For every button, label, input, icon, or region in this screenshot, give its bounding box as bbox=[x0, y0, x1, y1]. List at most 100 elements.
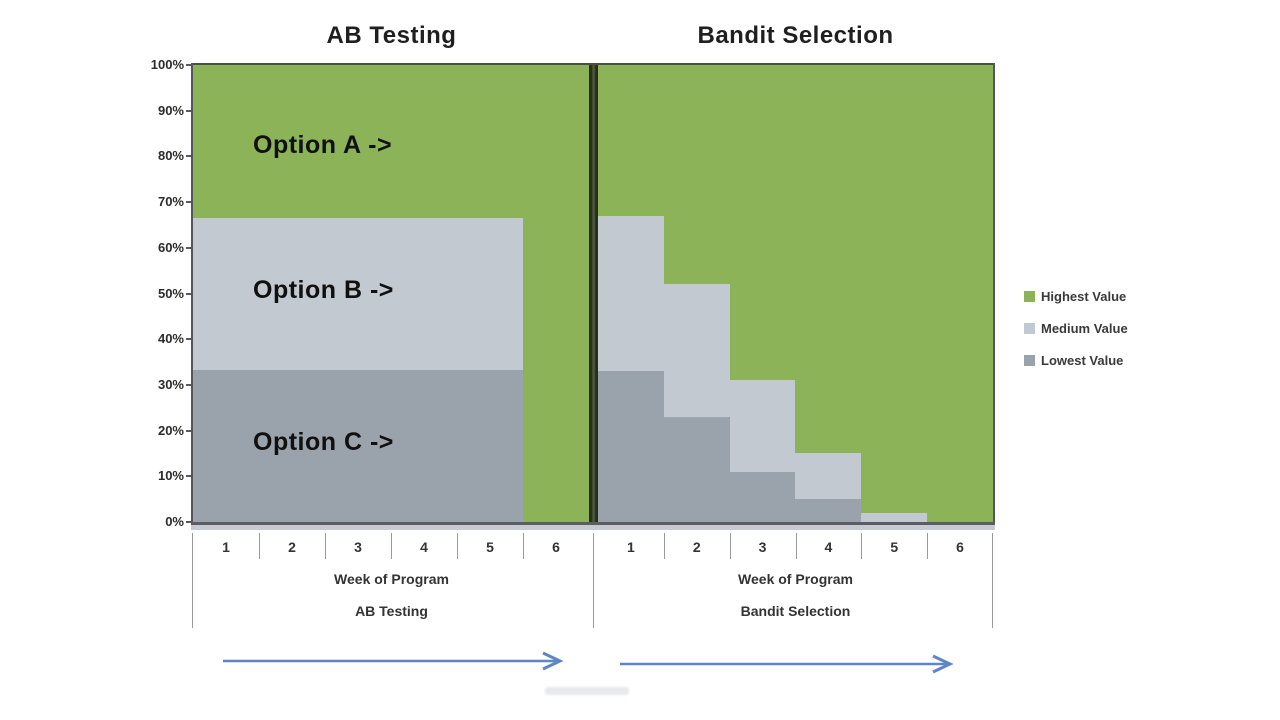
y-tick-mark bbox=[186, 521, 191, 523]
y-tick-label-70: 70% bbox=[157, 194, 184, 210]
y-tick-label-100: 100% bbox=[150, 57, 184, 72]
y-tick-mark bbox=[186, 155, 191, 158]
week-column-bandit-6 bbox=[927, 65, 993, 522]
y-tick-label-60: 60% bbox=[157, 239, 184, 255]
segment-highest-week-3 bbox=[729, 65, 796, 381]
segment-highest-week-4 bbox=[795, 65, 862, 454]
y-tick-mark bbox=[186, 383, 191, 386]
y-tick-label-20: 20% bbox=[157, 422, 184, 438]
x-tick-label-bandit-3: 3 bbox=[758, 539, 767, 555]
y-tick-mark bbox=[186, 292, 191, 295]
segment-medium-week-4 bbox=[391, 217, 457, 370]
x-axis-label-bandit: Week of Program bbox=[738, 571, 853, 587]
week-column-bandit-2 bbox=[663, 65, 730, 522]
segment-lowest-week-5 bbox=[457, 369, 523, 522]
segment-highest-week-1 bbox=[193, 65, 259, 218]
x-axis-group-label-bandit: Bandit Selection bbox=[740, 603, 851, 619]
plot-area-ab-testing bbox=[193, 65, 589, 522]
segment-medium-week-3 bbox=[325, 217, 391, 370]
annotation-option-c: Option C -> bbox=[253, 428, 394, 456]
y-tick-mark bbox=[186, 429, 191, 432]
x-tick-label-ab-6: 6 bbox=[552, 539, 560, 555]
faint-artifact bbox=[545, 687, 629, 695]
segment-medium-week-5 bbox=[861, 512, 928, 522]
segment-medium-week-1 bbox=[598, 215, 664, 372]
x-category-separator bbox=[523, 533, 524, 559]
week-column-bandit-4 bbox=[795, 65, 862, 522]
y-tick-label-10: 10% bbox=[157, 468, 184, 484]
segment-highest-week-4 bbox=[391, 65, 457, 218]
plot-area-bandit-selection bbox=[598, 65, 993, 522]
x-axis-edge-line bbox=[593, 533, 594, 628]
x-axis-group-label-ab: AB Testing bbox=[355, 603, 428, 619]
x-tick-label-ab-5: 5 bbox=[486, 539, 494, 555]
y-tick-mark bbox=[186, 475, 191, 478]
week-column-ab-5 bbox=[457, 65, 523, 522]
segment-medium-week-1 bbox=[193, 217, 259, 370]
week-column-ab-4 bbox=[391, 65, 457, 522]
x-category-separator bbox=[325, 533, 326, 559]
legend-item-highest: Highest Value bbox=[1024, 289, 1128, 304]
segment-lowest-week-1 bbox=[193, 369, 259, 522]
annotation-option-a: Option A -> bbox=[253, 131, 393, 159]
x-tick-label-bandit-6: 6 bbox=[956, 539, 964, 555]
plot-right-border bbox=[993, 63, 995, 525]
x-category-separator bbox=[391, 533, 392, 559]
legend-swatch-lowest bbox=[1024, 355, 1035, 366]
y-tick-mark bbox=[186, 64, 191, 66]
week-column-bandit-5 bbox=[861, 65, 928, 522]
week-column-bandit-1 bbox=[598, 65, 664, 522]
x-tick-label-bandit-1: 1 bbox=[627, 539, 635, 555]
segment-lowest-week-3 bbox=[729, 471, 796, 522]
y-axis-line bbox=[191, 63, 193, 525]
chart-divider bbox=[589, 63, 598, 526]
y-tick-mark bbox=[186, 246, 191, 249]
segment-lowest-week-2 bbox=[259, 369, 325, 522]
x-category-separator bbox=[795, 533, 797, 559]
x-axis-line bbox=[191, 522, 995, 525]
annotation-option-b: Option B -> bbox=[253, 276, 394, 304]
y-tick-label-90: 90% bbox=[157, 102, 184, 118]
segment-medium-week-3 bbox=[729, 380, 796, 472]
x-tick-label-bandit-2: 2 bbox=[692, 539, 701, 555]
x-category-separator bbox=[729, 533, 731, 559]
segment-highest-week-5 bbox=[861, 65, 928, 513]
x-tick-label-ab-4: 4 bbox=[420, 539, 428, 555]
segment-lowest-week-1 bbox=[598, 371, 664, 522]
week-column-ab-1 bbox=[193, 65, 259, 522]
segment-highest-week-5 bbox=[457, 65, 523, 218]
x-axis-edge-line bbox=[192, 533, 193, 628]
segment-highest-week-6 bbox=[523, 65, 589, 522]
x-tick-label-bandit-4: 4 bbox=[824, 539, 833, 555]
arrow-bandit-selection bbox=[620, 654, 954, 674]
x-axis-edge-line bbox=[992, 533, 993, 628]
x-tick-label-bandit-5: 5 bbox=[890, 539, 899, 555]
week-column-ab-2 bbox=[259, 65, 325, 522]
segment-highest-week-1 bbox=[598, 65, 664, 216]
segment-lowest-week-4 bbox=[391, 369, 457, 522]
y-tick-mark bbox=[186, 109, 191, 112]
segment-highest-week-6 bbox=[927, 65, 993, 522]
x-category-separator bbox=[927, 533, 929, 559]
segment-medium-week-4 bbox=[795, 453, 862, 500]
segment-highest-week-2 bbox=[663, 65, 730, 285]
legend-item-medium: Medium Value bbox=[1024, 321, 1128, 336]
legend-label-medium: Medium Value bbox=[1041, 321, 1128, 336]
segment-medium-week-5 bbox=[457, 217, 523, 370]
legend-label-highest: Highest Value bbox=[1041, 289, 1127, 304]
y-tick-mark bbox=[186, 338, 191, 341]
segment-lowest-week-4 bbox=[795, 499, 862, 522]
segment-medium-week-2 bbox=[663, 284, 730, 417]
legend-swatch-medium bbox=[1024, 323, 1035, 334]
y-tick-label-50: 50% bbox=[157, 285, 184, 301]
week-column-ab-6 bbox=[523, 65, 589, 522]
y-tick-label-0: 0% bbox=[165, 514, 184, 529]
segment-lowest-week-2 bbox=[663, 416, 730, 522]
y-tick-label-80: 80% bbox=[157, 148, 184, 164]
x-category-separator bbox=[259, 533, 260, 559]
chart-title-bandit-selection: Bandit Selection bbox=[697, 22, 894, 49]
x-category-separator bbox=[861, 533, 863, 559]
week-column-ab-3 bbox=[325, 65, 391, 522]
x-axis-shadow bbox=[191, 525, 995, 530]
plot-top-border bbox=[191, 63, 995, 65]
